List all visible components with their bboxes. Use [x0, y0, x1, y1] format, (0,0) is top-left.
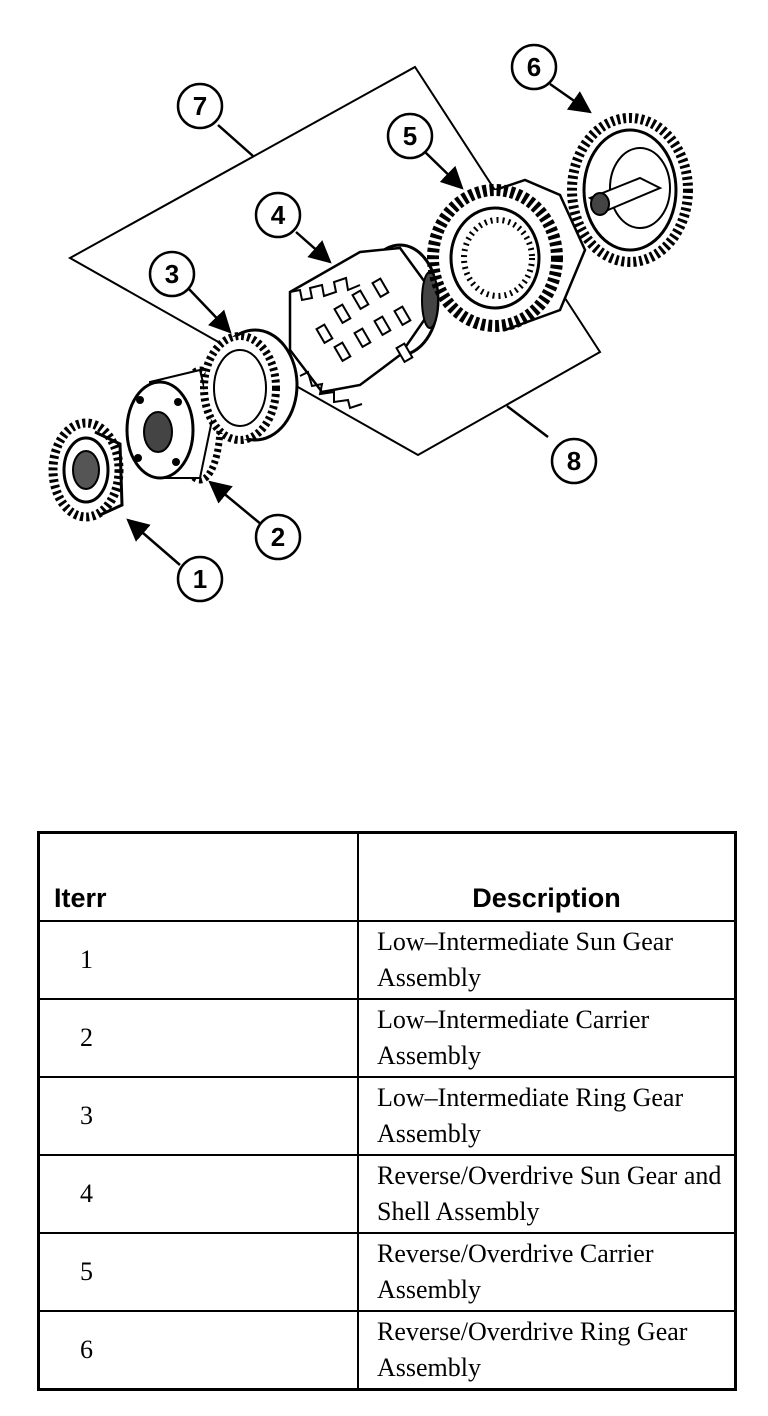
- item-number: 5: [37, 1232, 359, 1312]
- svg-text:8: 8: [567, 446, 581, 476]
- carrier-part-5: [427, 178, 587, 332]
- item-description: Reverse/Overdrive Ring Gear Assembly: [357, 1310, 737, 1391]
- table-row: 4 Reverse/Overdrive Sun Gear and Shell A…: [37, 1154, 737, 1234]
- item-description: Low–Intermediate Sun Gear Assembly: [357, 920, 737, 1000]
- assembly-bracket-outline: [67, 65, 602, 457]
- item-description: Low–Intermediate Carrier Assembly: [357, 998, 737, 1078]
- svg-text:7: 7: [193, 91, 207, 121]
- callout-3: 3: [148, 250, 196, 298]
- table-row: 6 Reverse/Overdrive Ring Gear Assembly: [37, 1310, 737, 1391]
- leader-lines: [126, 82, 592, 566]
- table-row: 2 Low–Intermediate Carrier Assembly: [37, 998, 737, 1078]
- table-row: 5 Reverse/Overdrive Carrier Assembly: [37, 1232, 737, 1312]
- item-description: Reverse/Overdrive Sun Gear and Shell Ass…: [357, 1154, 737, 1234]
- svg-text:5: 5: [403, 121, 417, 151]
- callout-4: 4: [254, 191, 302, 239]
- table-header-row: Iterr Description: [37, 831, 737, 922]
- table-row: 3 Low–Intermediate Ring Gear Assembly: [37, 1076, 737, 1156]
- item-number: 1: [37, 920, 359, 1000]
- item-description: Low–Intermediate Ring Gear Assembly: [357, 1076, 737, 1156]
- item-number: 4: [37, 1154, 359, 1234]
- table-row: 1 Low–Intermediate Sun Gear Assembly: [37, 920, 737, 1000]
- item-description: Reverse/Overdrive Carrier Assembly: [357, 1232, 737, 1312]
- item-number: 3: [37, 1076, 359, 1156]
- sun-gear-shell-part-4: [288, 243, 440, 410]
- svg-text:2: 2: [271, 522, 285, 552]
- ring-gear-part-3: [200, 328, 299, 444]
- callout-8: 8: [550, 437, 598, 485]
- callout-1: 1: [176, 555, 224, 603]
- svg-text:4: 4: [271, 200, 286, 230]
- item-column-header: Iterr: [37, 831, 359, 922]
- callout-7: 7: [176, 82, 224, 130]
- description-column-header: Description: [357, 831, 737, 922]
- svg-text:6: 6: [527, 52, 541, 82]
- callout-5: 5: [386, 112, 434, 160]
- sun-gear-part-1: [48, 418, 124, 522]
- callout-2: 2: [254, 513, 302, 561]
- svg-text:3: 3: [165, 259, 179, 289]
- carrier-part-2: [125, 366, 224, 484]
- gear-train-exploded-diagram: 1 2 3 4 5 6 7 8: [48, 43, 693, 603]
- item-number: 6: [37, 1310, 359, 1391]
- parts-legend-table: Iterr Description 1 Low–Intermediate Sun…: [37, 831, 737, 1391]
- callout-6: 6: [510, 43, 558, 91]
- item-number: 2: [37, 998, 359, 1078]
- ring-gear-part-6: [567, 113, 693, 267]
- svg-text:1: 1: [193, 564, 207, 594]
